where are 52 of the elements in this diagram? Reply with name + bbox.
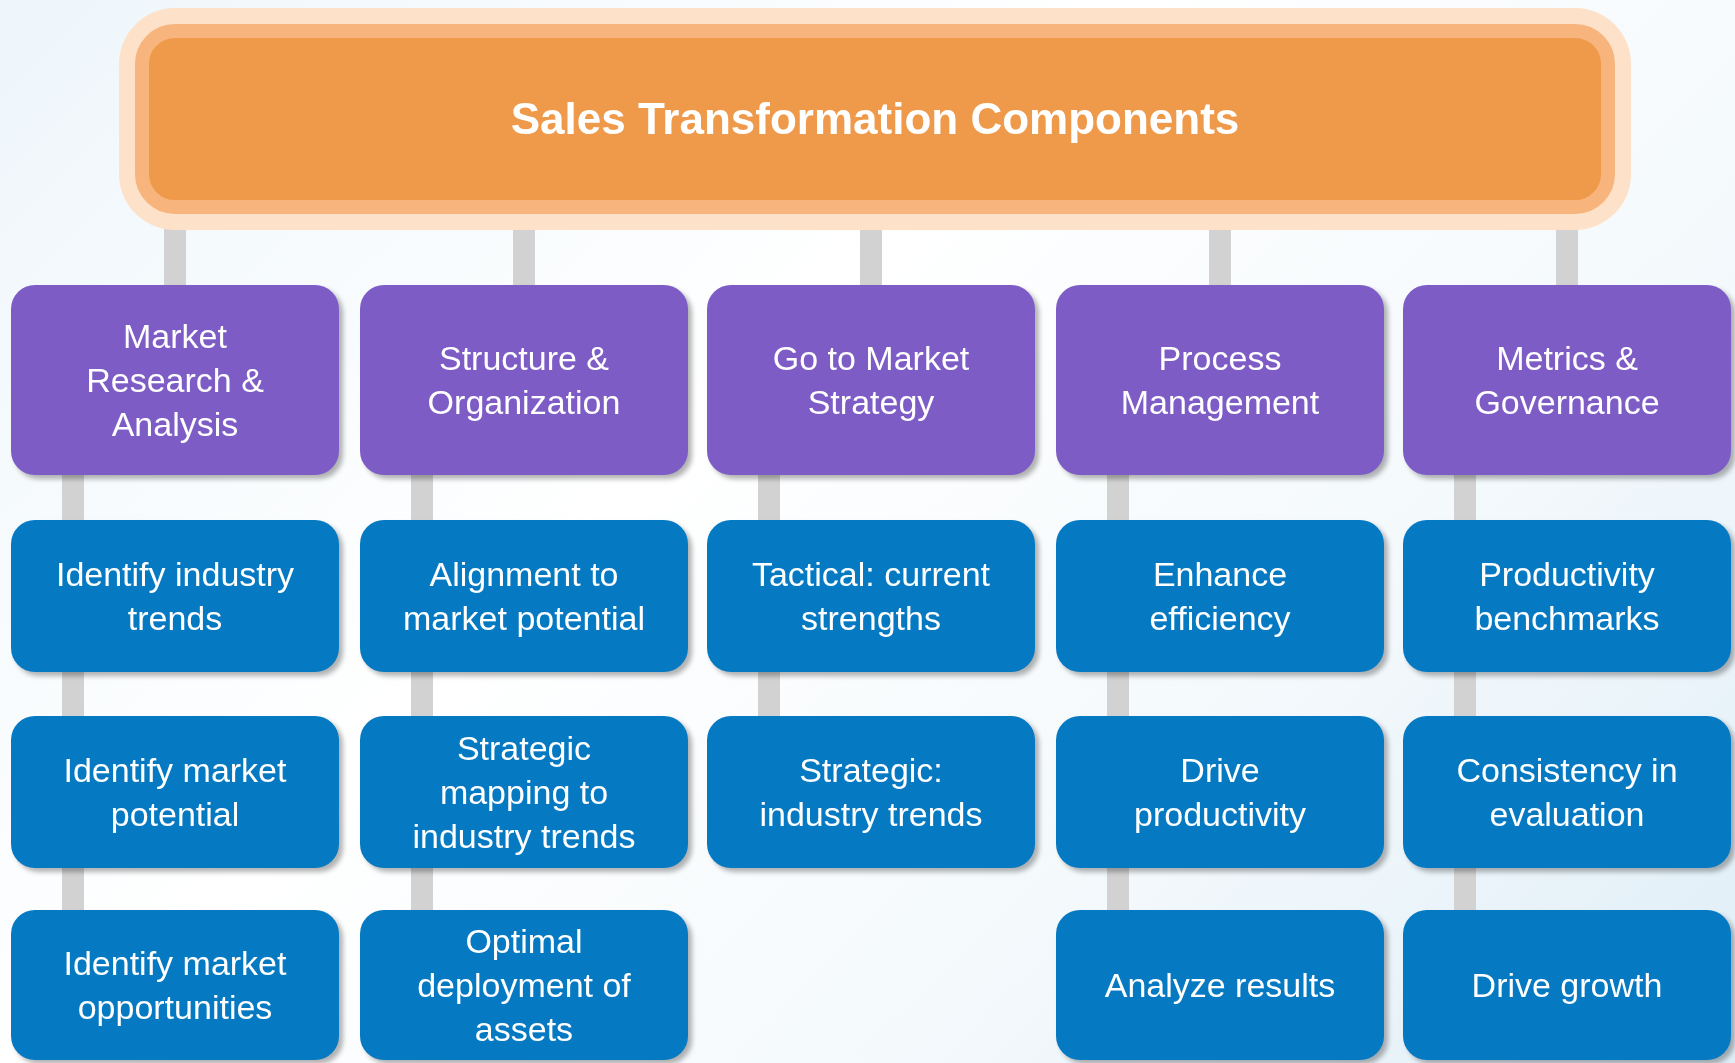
connector-bar bbox=[62, 672, 84, 716]
task-box bbox=[11, 520, 339, 672]
category-box bbox=[707, 285, 1035, 475]
box-label: Identify industry trends bbox=[54, 553, 296, 639]
task-box bbox=[1056, 910, 1384, 1060]
task-box bbox=[11, 716, 339, 868]
task-box bbox=[360, 910, 688, 1060]
box-label: Process Management bbox=[1119, 337, 1321, 423]
category-box bbox=[1056, 285, 1384, 475]
box-label: Metrics & Governance bbox=[1473, 337, 1661, 423]
box-label: Analyze results bbox=[1104, 964, 1336, 1006]
box-label: Drive productivity bbox=[1133, 749, 1307, 835]
box-label: Market Research & Analysis bbox=[85, 315, 265, 446]
connector-bar bbox=[1107, 868, 1129, 910]
task-box bbox=[707, 716, 1035, 868]
connector-bar bbox=[411, 475, 433, 520]
box-label: Strategic mapping to industry trends bbox=[411, 727, 637, 858]
task-box bbox=[1403, 716, 1731, 868]
connector-bar bbox=[758, 475, 780, 520]
category-box bbox=[360, 285, 688, 475]
task-box bbox=[360, 716, 688, 868]
connector-bar bbox=[1454, 475, 1476, 520]
connector-bar bbox=[1454, 868, 1476, 910]
category-box bbox=[1403, 285, 1731, 475]
task-box bbox=[1056, 716, 1384, 868]
connector-bar bbox=[411, 868, 433, 910]
connector-bar bbox=[758, 672, 780, 716]
connector-bar bbox=[411, 672, 433, 716]
box-label: Identify market potential bbox=[62, 749, 288, 835]
task-box bbox=[707, 520, 1035, 672]
category-box bbox=[11, 285, 339, 475]
task-box bbox=[1403, 520, 1731, 672]
box-label: Sales Transformation Components bbox=[510, 94, 1240, 144]
box-label: Structure & Organization bbox=[426, 337, 622, 423]
task-box bbox=[1403, 910, 1731, 1060]
box-label: Optimal deployment of assets bbox=[416, 920, 632, 1051]
connector-bar bbox=[62, 475, 84, 520]
box-label: Productivity benchmarks bbox=[1473, 553, 1661, 639]
box-label: Strategic: industry trends bbox=[758, 749, 984, 835]
box-label: Drive growth bbox=[1471, 964, 1663, 1006]
box-label: Enhance efficiency bbox=[1148, 553, 1292, 639]
box-label: Go to Market Strategy bbox=[771, 337, 971, 423]
connector-bar bbox=[1107, 475, 1129, 520]
task-box bbox=[11, 910, 339, 1060]
connector-bar bbox=[62, 868, 84, 910]
box-label: Consistency in evaluation bbox=[1455, 749, 1679, 835]
task-box bbox=[360, 520, 688, 672]
connector-bar bbox=[1107, 672, 1129, 716]
box-label: Tactical: current strengths bbox=[750, 553, 992, 639]
task-box bbox=[1056, 520, 1384, 672]
box-label: Alignment to market potential bbox=[402, 553, 646, 639]
box-label: Identify market opportunities bbox=[62, 942, 288, 1028]
